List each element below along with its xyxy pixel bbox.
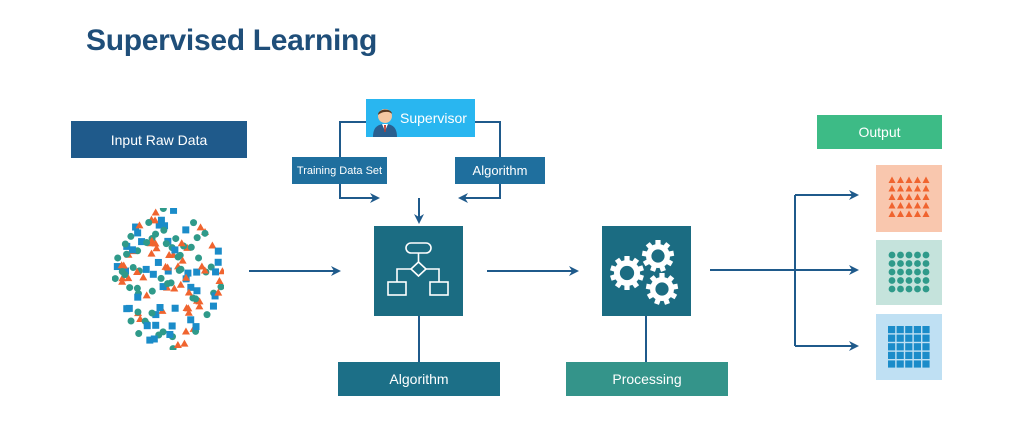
algorithm-bottom-label: Algorithm xyxy=(338,362,500,396)
supervisor-left-line xyxy=(339,121,366,157)
diagram-title: Supervised Learning xyxy=(86,24,378,57)
orange-triangles-icon xyxy=(888,176,930,217)
supervisor-label: Supervisor xyxy=(400,110,467,126)
algorithm-top-label: Algorithm xyxy=(455,157,545,184)
output-triangles-tile xyxy=(876,165,942,232)
person-avatar-icon xyxy=(370,99,400,137)
flowchart-icon xyxy=(387,242,449,296)
algorithm-arrow xyxy=(458,184,501,203)
supervisor-right-line xyxy=(475,121,501,157)
processing-tile xyxy=(602,226,691,316)
output-label: Output xyxy=(817,115,942,149)
input-raw-data-label: Input Raw Data xyxy=(71,121,247,158)
output-squares-tile xyxy=(876,314,942,380)
gears-icon xyxy=(610,240,679,305)
processing-label: Processing xyxy=(566,362,728,396)
output-circles-tile xyxy=(876,240,942,305)
training-arrow xyxy=(339,184,380,203)
teal-circles-icon xyxy=(888,251,930,293)
training-data-set-label: Training Data Set xyxy=(292,157,387,184)
raw-data-scatter xyxy=(112,208,224,350)
blue-squares-icon xyxy=(888,326,930,368)
supervisor-box: Supervisor xyxy=(366,99,475,137)
algorithm-tile xyxy=(374,226,463,316)
